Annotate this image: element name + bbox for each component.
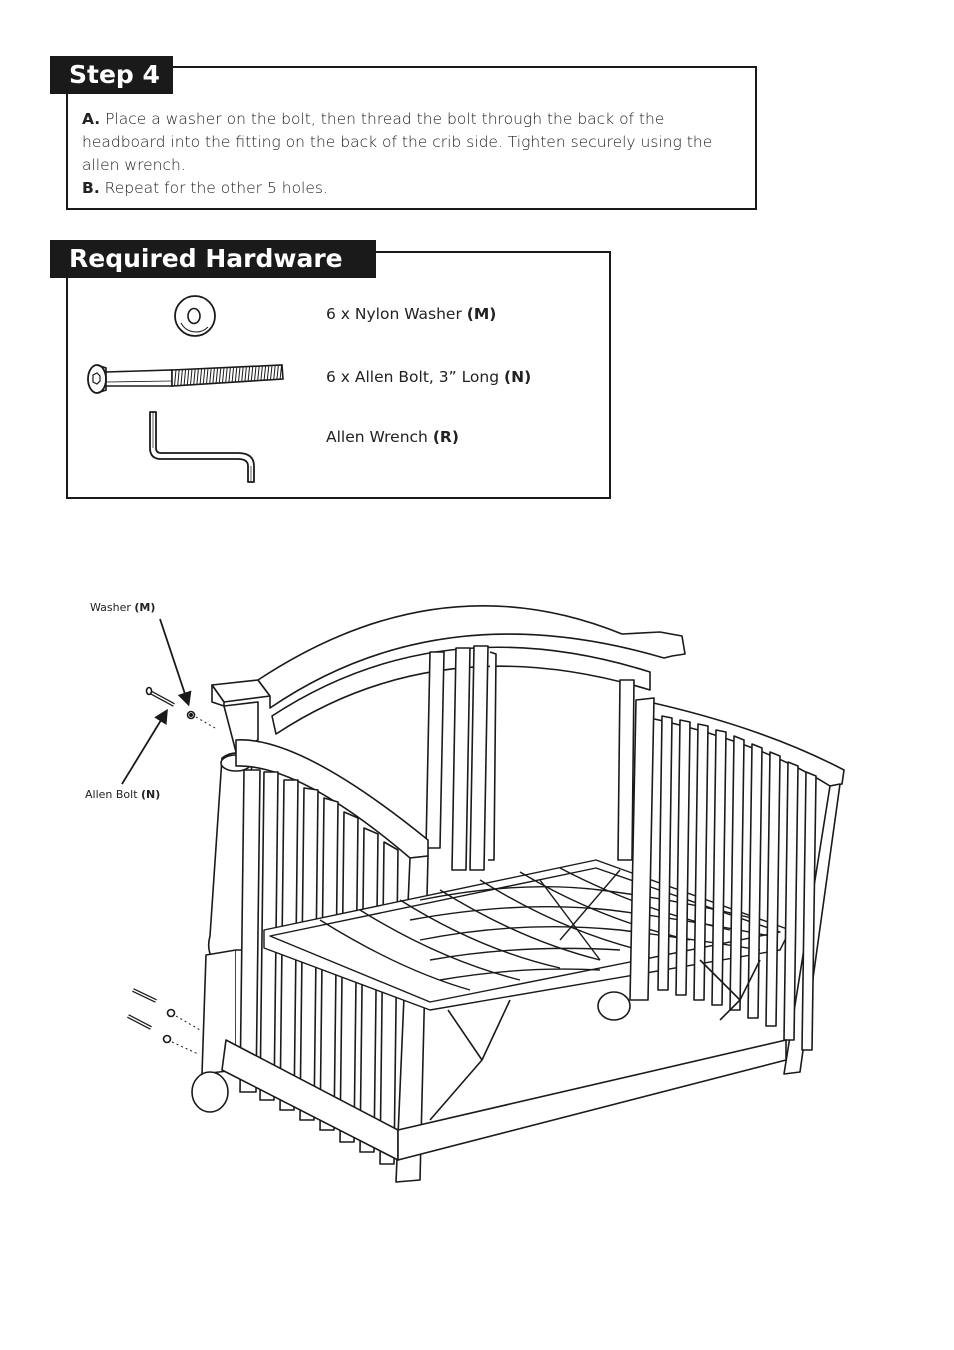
- lower-washer-2: [162, 1034, 172, 1044]
- washer-callout-label: Washer: [90, 601, 131, 614]
- instruction-a: A. Place a washer on the bolt, then thre…: [82, 108, 742, 177]
- washer-arrow: [159, 618, 192, 707]
- hardware-title: Required Hardware: [50, 240, 376, 278]
- left-foot: [191, 1071, 229, 1113]
- lower-washer-1: [166, 1008, 176, 1018]
- hardware-item-wrench-text: Allen Wrench: [326, 428, 428, 446]
- headboard: [211, 605, 686, 871]
- instruction-b-label: B.: [82, 179, 100, 197]
- top-bolt: [145, 686, 175, 707]
- base-rail: [397, 959, 787, 1161]
- hardware-item-washer-text: 6 x Nylon Washer: [326, 305, 462, 323]
- washer-icon: [174, 295, 216, 337]
- back-foot: [597, 991, 631, 1021]
- hardware-item-bolt-text: 6 x Allen Bolt, 3” Long: [326, 368, 500, 386]
- bolt-icon: [87, 364, 284, 394]
- lower-bolts: [127, 988, 157, 1030]
- bolt-callout-label: Allen Bolt: [85, 788, 138, 801]
- instruction-b-text: Repeat for the other 5 holes.: [104, 179, 328, 197]
- bolt-callout: Allen Bolt (N): [85, 788, 160, 801]
- step-title: Step 4: [50, 56, 173, 94]
- hardware-item-washer-code: (M): [466, 305, 497, 323]
- bolt-callout-code: (N): [141, 788, 161, 801]
- washer-callout: Washer (M): [90, 601, 155, 614]
- hardware-item-wrench-code: (R): [432, 428, 459, 446]
- hardware-item-washer: 6 x Nylon Washer (M): [326, 305, 496, 323]
- hardware-item-wrench: Allen Wrench (R): [326, 428, 459, 446]
- washer-callout-code: (M): [134, 601, 156, 614]
- instruction-b: B. Repeat for the other 5 holes.: [82, 177, 742, 200]
- instruction-a-text: Place a washer on the bolt, then thread …: [82, 110, 713, 174]
- back-side-panel: [629, 697, 845, 1075]
- step-instructions: A. Place a washer on the bolt, then thre…: [82, 108, 742, 200]
- crib-assembly-illustration: [121, 605, 845, 1183]
- allen-wrench-icon: [149, 411, 255, 483]
- front-side-panel: [221, 739, 429, 1183]
- hardware-item-bolt-code: (N): [504, 368, 532, 386]
- step-box: [66, 66, 757, 210]
- hardware-item-bolt: 6 x Allen Bolt, 3” Long (N): [326, 368, 531, 386]
- instruction-a-label: A.: [82, 110, 101, 128]
- bolt-arrow: [121, 708, 168, 785]
